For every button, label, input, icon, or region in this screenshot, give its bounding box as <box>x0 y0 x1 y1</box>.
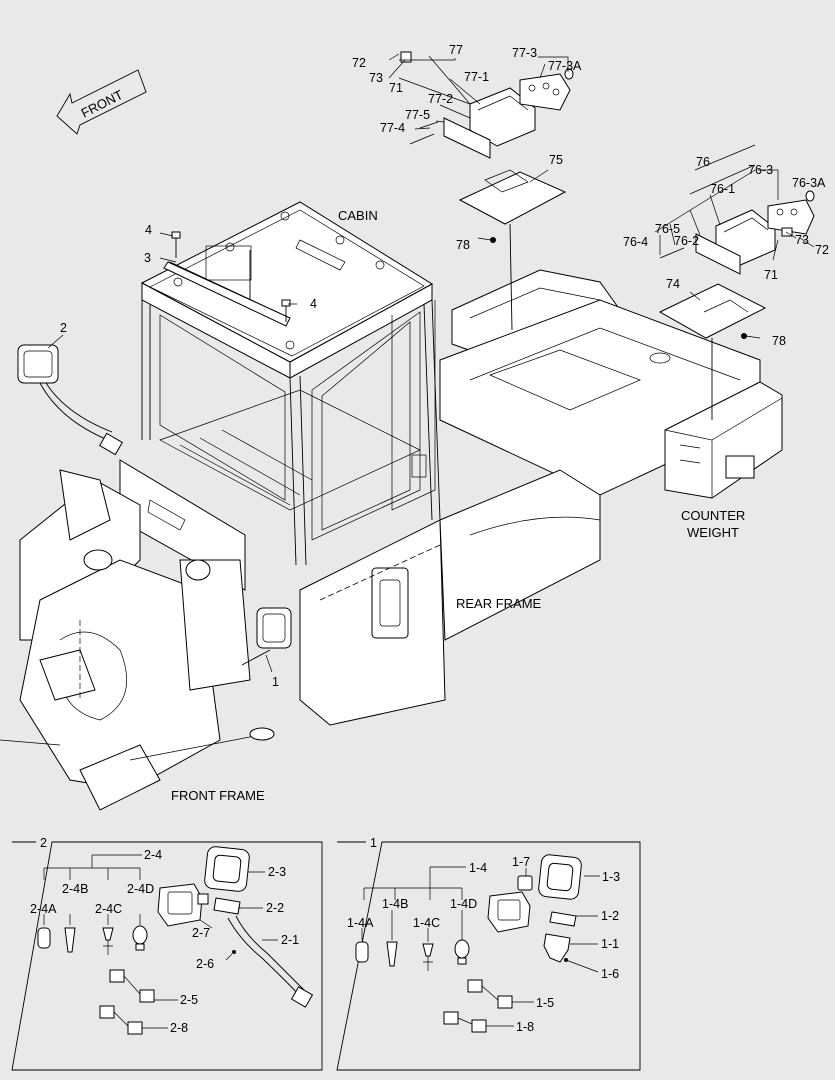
detail-title: 1 <box>370 836 377 850</box>
detail-callout: 2-1 <box>281 933 299 947</box>
callout: 4 <box>145 223 152 237</box>
detail-callout: 2-4B <box>62 882 88 896</box>
detail-callout: 1-4A <box>347 916 374 930</box>
callout: 77-3 <box>512 46 537 60</box>
area-label-counter-weight-line1: COUNTER <box>681 508 745 523</box>
cabin-bracket <box>163 231 291 327</box>
detail-callout: 2-4 <box>144 848 162 862</box>
callout: 74 <box>666 277 680 291</box>
callout: 71 <box>389 81 403 95</box>
detail-callout: 2-7 <box>192 926 210 940</box>
detail-callout: 2-6 <box>196 957 214 971</box>
detail-callout: 1-8 <box>516 1020 534 1034</box>
detail-callout: 1-4D <box>450 897 477 911</box>
callout: 77 <box>449 43 463 57</box>
front-frame-drawing <box>0 469 275 811</box>
area-label-rear-frame: REAR FRAME <box>456 596 542 611</box>
detail-callout: 2-4D <box>127 882 154 896</box>
front-arrow: FRONT <box>56 69 147 135</box>
callout: 77-3A <box>548 59 582 73</box>
detail-callout: 1-7 <box>512 855 530 869</box>
callout: 77-2 <box>428 92 453 106</box>
counter-weight-drawing <box>664 381 783 499</box>
detail-box-right: 1 1-4 1-7 1-3 1-4A 1-4B 1-4C 1-4D 1-2 1-… <box>336 836 641 1071</box>
area-label-counter-weight-line2: WEIGHT <box>687 525 739 540</box>
callout: 76-1 <box>710 182 735 196</box>
detail-title: 2 <box>40 836 47 850</box>
detail-callout: 2-4C <box>95 902 122 916</box>
rear-frame-drawing <box>299 269 761 726</box>
detail-box-left: 2 2-4 2-4A 2-4B 2-4C 2-4D 2-3 2-2 2-7 <box>11 836 323 1071</box>
right-front-lamp <box>241 607 292 666</box>
detail-callout: 1-4 <box>469 861 487 875</box>
detail-callout: 2-3 <box>268 865 286 879</box>
callout: 76-3A <box>792 176 826 190</box>
callout: 77-4 <box>380 121 405 135</box>
detail-callout: 1-4B <box>382 897 408 911</box>
rear-lamp-77-group <box>400 51 574 331</box>
callout: 77-1 <box>464 70 489 84</box>
left-lamp-assembly <box>17 344 123 456</box>
callout: 4 <box>310 297 317 311</box>
callout: 72 <box>815 243 829 257</box>
detail-callout: 1-2 <box>601 909 619 923</box>
callout: 72 <box>352 56 366 70</box>
cabin-drawing <box>119 201 441 591</box>
detail-callout: 1-3 <box>602 870 620 884</box>
detail-callout: 2-4A <box>30 902 57 916</box>
area-label-front-frame: FRONT FRAME <box>171 788 265 803</box>
callout: 73 <box>795 233 809 247</box>
callout: 76-5 <box>655 222 680 236</box>
detail-callout: 1-5 <box>536 996 554 1010</box>
detail-callout: 2-2 <box>266 901 284 915</box>
callout: 76 <box>696 155 710 169</box>
detail-callout: 1-6 <box>601 967 619 981</box>
callout: 77-5 <box>405 108 430 122</box>
rear-lamp-76-group <box>658 190 815 420</box>
callout-labels: 77 72 73 71 77-3 77-3A 77-1 77-2 77-5 77… <box>60 43 829 803</box>
callout: 76-4 <box>623 235 648 249</box>
detail-callout: 1-4C <box>413 916 440 930</box>
area-label-cabin: CABIN <box>338 208 378 223</box>
callout: 78 <box>456 238 470 252</box>
leader-lines <box>47 53 815 673</box>
callout: 76-2 <box>674 234 699 248</box>
callout: 78 <box>772 334 786 348</box>
callout: 75 <box>549 153 563 167</box>
front-arrow-label: FRONT <box>79 87 126 121</box>
callout: 2 <box>60 321 67 335</box>
callout: 73 <box>369 71 383 85</box>
callout: 1 <box>272 675 279 689</box>
detail-callout: 2-8 <box>170 1021 188 1035</box>
callout: 3 <box>144 251 151 265</box>
detail-callout: 1-1 <box>601 937 619 951</box>
callout: 76-3 <box>748 163 773 177</box>
detail-callout: 2-5 <box>180 993 198 1007</box>
callout: 71 <box>764 268 778 282</box>
